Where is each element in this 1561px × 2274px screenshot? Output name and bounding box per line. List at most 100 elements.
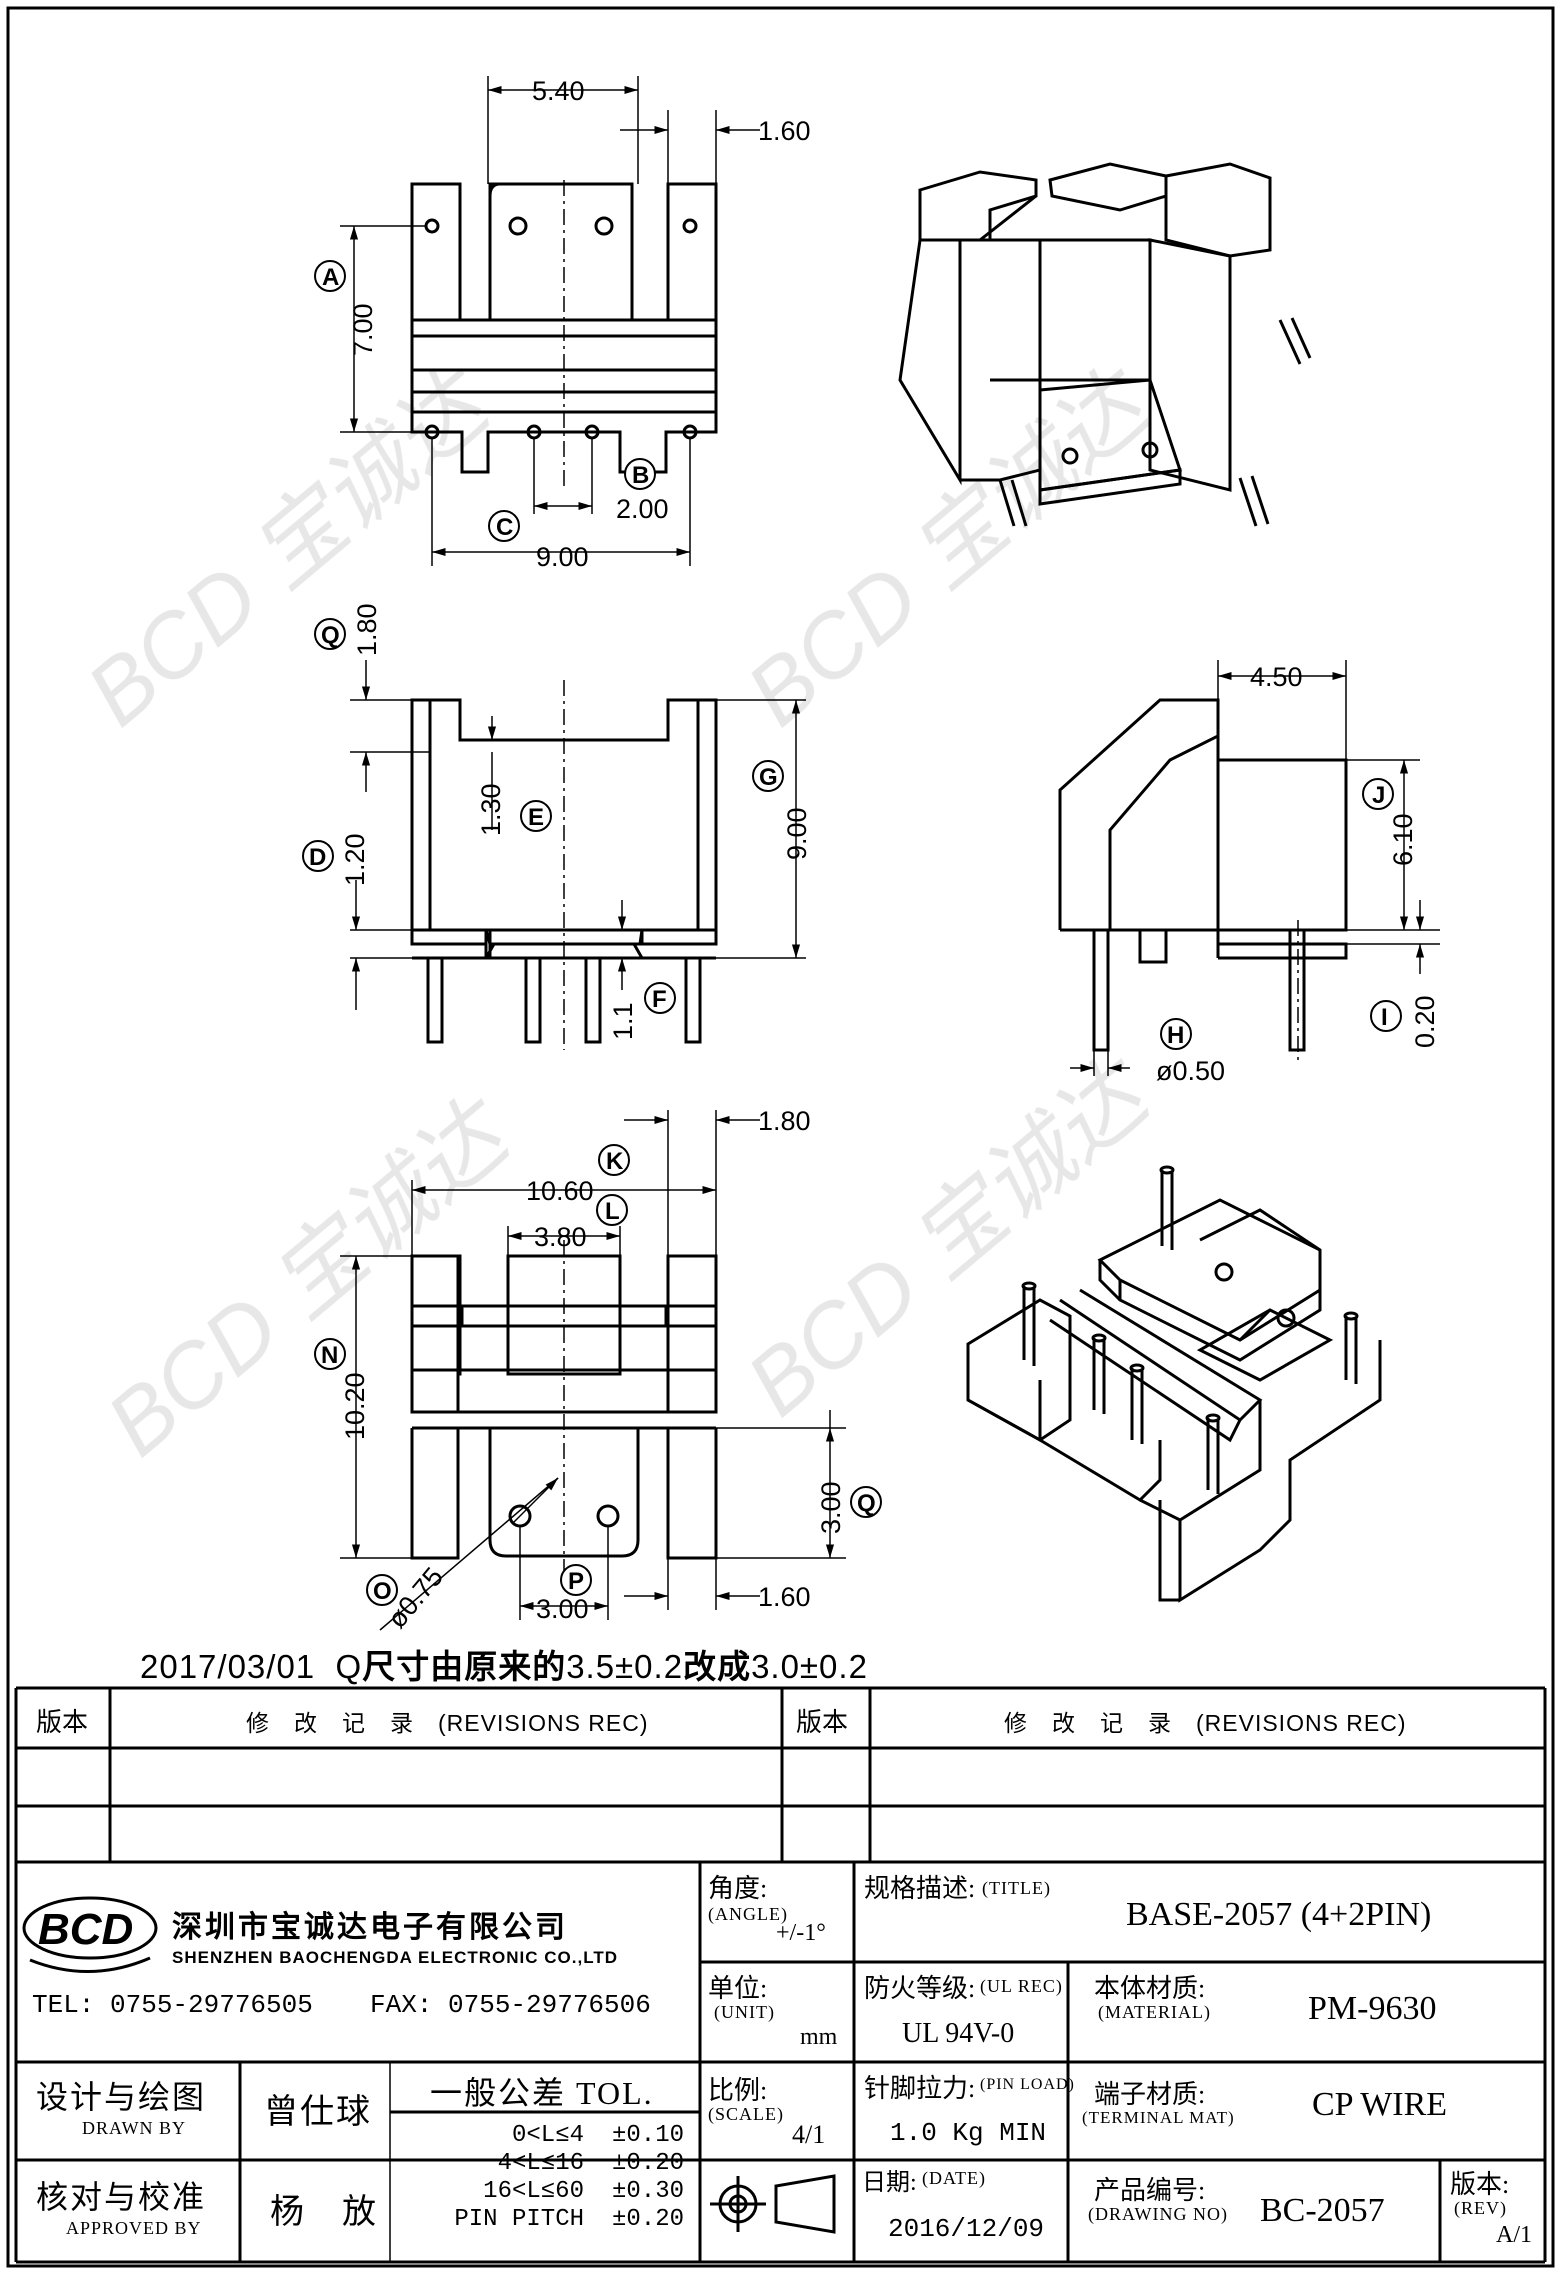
tol-row: 4<L≤16±0.20 bbox=[497, 2150, 685, 2177]
tolerance-label: 一般公差 TOL. bbox=[430, 2075, 654, 2111]
pinload-label: 针脚拉力: bbox=[864, 2074, 976, 2103]
front-dim-text: 1.80 1.30 1.20 9.00 1.1 bbox=[340, 603, 812, 1040]
revision-note-value2: 3.0±0.2 bbox=[751, 1648, 868, 1685]
dim-130: 1.30 bbox=[476, 783, 506, 836]
rev-title-left: 修 改 记 录 (REVISIONS REC) bbox=[246, 1710, 649, 1736]
rev-label: 版本: bbox=[1450, 2170, 1510, 2199]
label-g: G bbox=[759, 764, 778, 791]
material-value: PM-9630 bbox=[1308, 1990, 1437, 2027]
dwgno-label: 产品编号: bbox=[1094, 2176, 1206, 2205]
company-name-en: SHENZHEN BAOCHENGDA ELECTRONIC CO.,LTD bbox=[172, 1948, 618, 1967]
dim-120: 1.20 bbox=[340, 833, 370, 886]
label-h: H bbox=[1167, 1022, 1184, 1049]
dim-180-bottom: 1.80 bbox=[758, 1106, 811, 1136]
top-dims bbox=[340, 76, 760, 566]
dwgno-sub: (DRAWING NO) bbox=[1088, 2204, 1229, 2224]
unit-label: 单位: bbox=[708, 1974, 768, 2003]
front-dims bbox=[350, 660, 806, 1010]
label-f: F bbox=[652, 986, 667, 1013]
dim-11: 1.1 bbox=[608, 1002, 638, 1040]
rev-value: A/1 bbox=[1496, 2222, 1532, 2248]
revision-note-value1: 3.5±0.2 bbox=[566, 1648, 684, 1685]
material-sub: (MATERIAL) bbox=[1098, 2002, 1211, 2022]
iso-view-bottom bbox=[966, 1165, 1382, 1603]
company-fax: FAX: 0755-29776506 bbox=[370, 1990, 651, 2020]
label-d: D bbox=[309, 844, 326, 871]
svg-text:BCD 宝诚达: BCD 宝诚达 bbox=[729, 1041, 1172, 1436]
top-labels: A B C bbox=[314, 260, 656, 542]
terminal-sub: (TERMINAL MAT) bbox=[1082, 2108, 1235, 2127]
top-view bbox=[410, 182, 718, 474]
designer-sub: DRAWN BY bbox=[82, 2118, 187, 2138]
rev-sub: (REV) bbox=[1454, 2198, 1507, 2218]
ul-label: 防火等级: bbox=[864, 1974, 976, 2003]
label-c: C bbox=[496, 514, 513, 541]
date-value: 2016/12/09 bbox=[888, 2214, 1045, 2244]
pinload-value: 1.0 Kg MIN bbox=[890, 2118, 1047, 2148]
designer-label: 设计与绘图 bbox=[36, 2079, 207, 2115]
material-label: 本体材质: bbox=[1094, 1974, 1206, 2003]
ul-sub: (UL REC) bbox=[980, 1976, 1063, 1996]
label-a: A bbox=[322, 264, 339, 291]
label-k: K bbox=[606, 1148, 624, 1175]
scale-sub: (SCALE) bbox=[708, 2104, 784, 2124]
dim-700: 7.00 bbox=[348, 303, 378, 356]
dim-200: 2.00 bbox=[616, 494, 669, 524]
approver-label: 核对与校准 bbox=[36, 2179, 207, 2215]
side-view bbox=[1058, 698, 1348, 1052]
dim-300-v: 3.00 bbox=[816, 1481, 846, 1534]
dim-050: ø0.50 bbox=[1156, 1056, 1225, 1086]
dim-610: 6.10 bbox=[1388, 813, 1418, 866]
revision-note-text2: 改成 bbox=[683, 1648, 752, 1685]
side-dims bbox=[1070, 660, 1440, 1076]
iso-view-top bbox=[898, 162, 1312, 527]
unit-sub: (UNIT) bbox=[714, 2002, 775, 2022]
pinload-sub: (PIN LOAD) bbox=[980, 2076, 1075, 2093]
ul-value: UL 94V-0 bbox=[902, 2018, 1015, 2049]
rev-version-right: 版本 bbox=[796, 1708, 849, 1737]
terminal-label: 端子材质: bbox=[1094, 2080, 1206, 2109]
label-b: B bbox=[632, 462, 649, 489]
label-o: O bbox=[373, 1578, 392, 1605]
approver-name: 杨 放 bbox=[270, 2194, 378, 2231]
dim-900-front: 9.00 bbox=[782, 807, 812, 860]
company-logo: BCD bbox=[22, 1896, 158, 1973]
label-l: L bbox=[605, 1198, 620, 1225]
revision-note-prefix: Q bbox=[335, 1648, 363, 1685]
title-sub: (TITLE) bbox=[982, 1878, 1051, 1898]
side-dim-text: 4.50 6.10 0.20 ø0.50 bbox=[1156, 662, 1440, 1086]
scale-value: 4/1 bbox=[792, 2120, 826, 2149]
dim-450: 4.50 bbox=[1250, 662, 1303, 692]
label-q-bottom: Q bbox=[857, 1490, 876, 1517]
dim-900: 9.00 bbox=[536, 542, 589, 572]
front-labels: Q D E F G bbox=[302, 618, 784, 1014]
top-dim-text: 5.40 1.60 7.00 2.00 9.00 bbox=[348, 76, 811, 572]
side-labels: J I H bbox=[1160, 778, 1402, 1050]
company-tel: TEL: 0755-29776505 bbox=[32, 1990, 313, 2020]
label-j: J bbox=[1372, 782, 1385, 809]
title-block-grid bbox=[14, 1686, 1547, 2264]
svg-text:BCD 宝诚达: BCD 宝诚达 bbox=[69, 351, 512, 746]
bottom-labels: K L N Q O P bbox=[314, 1144, 882, 1606]
scale-label: 比例: bbox=[708, 2076, 768, 2105]
front-view bbox=[410, 698, 718, 1044]
company-name-cn: 深圳市宝诚达电子有限公司 bbox=[172, 1911, 568, 1944]
bottom-dim-text: 1.80 10.60 3.80 10.20 3.00 ø0.75 3.00 1.… bbox=[340, 1106, 846, 1634]
title-label: 规格描述: bbox=[864, 1874, 976, 1903]
dim-160-bottom: 1.60 bbox=[758, 1582, 811, 1612]
label-e: E bbox=[528, 804, 544, 831]
projection-symbol-icon bbox=[710, 2174, 836, 2234]
designer-name: 曾仕球 bbox=[264, 2094, 372, 2131]
revision-note-text1: 尺寸由原来的 bbox=[362, 1648, 567, 1685]
dwgno-value: BC-2057 bbox=[1260, 2192, 1385, 2229]
sheet-border bbox=[6, 6, 1555, 2268]
dim-1020: 10.20 bbox=[340, 1372, 370, 1440]
title-value: BASE-2057 (4+2PIN) bbox=[1126, 1896, 1432, 1933]
label-i: I bbox=[1381, 1004, 1388, 1031]
revision-note-date: 2017/03/01 bbox=[140, 1648, 316, 1685]
dim-540: 5.40 bbox=[532, 76, 585, 106]
svg-text:BCD 宝诚达: BCD 宝诚达 bbox=[89, 1081, 532, 1476]
rev-title-right: 修 改 记 录 (REVISIONS REC) bbox=[1004, 1710, 1407, 1736]
date-sub: (DATE) bbox=[922, 2168, 986, 2188]
